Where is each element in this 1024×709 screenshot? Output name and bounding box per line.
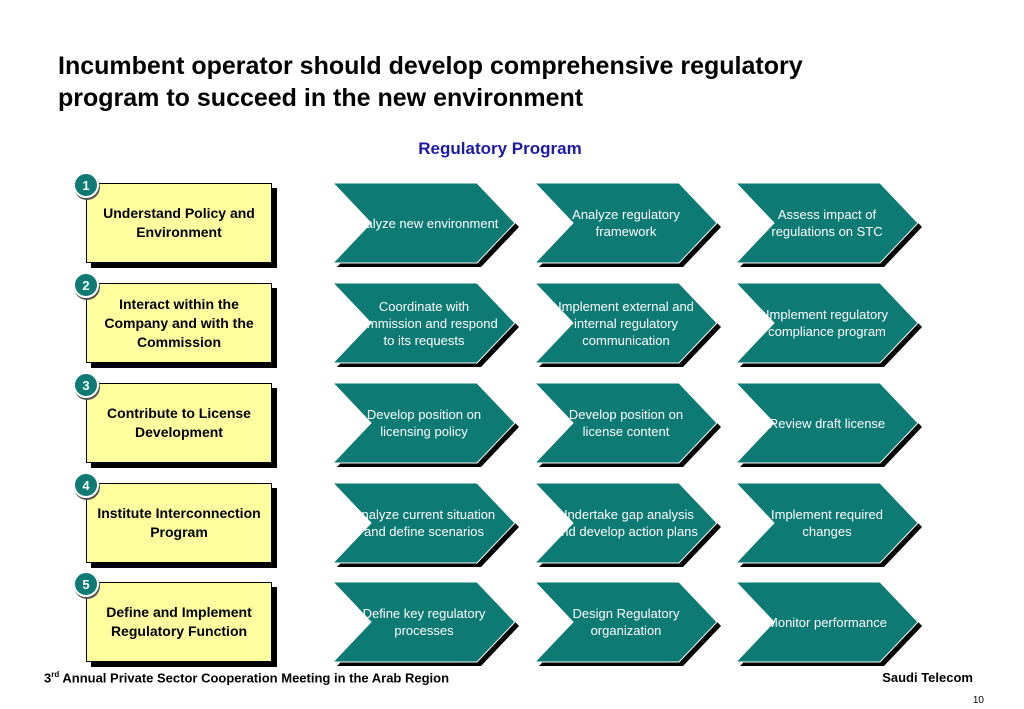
step-label: Design Regulatory organization xyxy=(572,606,680,638)
step-label: Implement required changes xyxy=(771,507,883,539)
step-number-badge: 5 xyxy=(73,571,99,597)
chevron-fill xyxy=(734,581,919,663)
chevron-shape xyxy=(331,482,519,567)
area-box: Institute Interconnection Program xyxy=(86,483,272,563)
chevron-shape xyxy=(533,581,721,666)
step-number-badge: 3 xyxy=(73,372,99,398)
step-label: Define key regulatory processes xyxy=(362,606,486,638)
step-label: Monitor performance xyxy=(767,614,887,630)
step-number-badge: 2 xyxy=(73,272,99,298)
chevron-fill xyxy=(331,182,516,264)
slide-title: Incumbent operator should develop compre… xyxy=(58,50,978,114)
chevron-fill xyxy=(533,382,718,464)
chevron-shape xyxy=(734,282,922,367)
chevron-shape xyxy=(533,282,721,367)
footer-ordinal-suffix: rd xyxy=(51,670,60,679)
footer-event: 3rd Annual Private Sector Cooperation Me… xyxy=(44,670,449,685)
chevron-shape xyxy=(331,581,519,666)
chevron-fill xyxy=(331,382,516,464)
page-number: 10 xyxy=(972,695,984,706)
chevron-shape xyxy=(533,382,721,467)
chevron-fill xyxy=(734,382,919,464)
chevron-fill xyxy=(331,282,516,364)
step-label: Analyze new environment xyxy=(349,215,499,231)
area-box: Interact within the Company and with the… xyxy=(86,283,272,363)
chevron-shape xyxy=(734,382,922,467)
chevron-fill xyxy=(533,482,718,564)
chevron-shape xyxy=(734,581,922,666)
slide-title-line1: Incumbent operator should develop compre… xyxy=(58,52,803,80)
footer-ordinal-number: 3 xyxy=(44,670,52,686)
footer-company: Saudi Telecom xyxy=(882,670,973,685)
chevron-fill xyxy=(331,581,516,663)
area-box: Understand Policy and Environment xyxy=(86,183,272,263)
slide-title-line2: program to succeed in the new environmen… xyxy=(58,84,584,112)
step-label: Review draft license xyxy=(768,415,886,431)
step-label: Implement regulatory compliance program xyxy=(765,307,889,339)
chevron-fill xyxy=(533,581,718,663)
step-label: Assess impact of regulations on STC xyxy=(771,207,883,239)
chevron-fill xyxy=(533,182,718,264)
step-label: Coordinate with Commission and respond t… xyxy=(350,298,498,348)
chevron-fill xyxy=(734,282,919,364)
chevron-fill xyxy=(734,482,919,564)
step-label: Develop position on license content xyxy=(568,407,684,439)
step-label: Develop position on licensing policy xyxy=(366,407,482,439)
diagram-subtitle: Regulatory Program xyxy=(418,139,582,158)
chevron-shape xyxy=(331,182,519,267)
chevron-fill xyxy=(533,282,718,364)
chevron-fill xyxy=(331,482,516,564)
chevron-shape xyxy=(331,282,519,367)
chevron-shape xyxy=(734,182,922,267)
chevron-shape xyxy=(331,382,519,467)
footer-event-text: Annual Private Sector Cooperation Meetin… xyxy=(59,670,450,686)
area-box: Define and Implement Regulatory Function xyxy=(86,582,272,662)
program-row: Interact within the Company and with the… xyxy=(0,272,1024,368)
step-label: Analyze regulatory framework xyxy=(572,207,680,239)
chevron-shape xyxy=(533,482,721,567)
step-label: Implement external and internal regulato… xyxy=(558,298,694,348)
program-row: Define and Implement Regulatory Function… xyxy=(0,571,1024,667)
chevron-shape xyxy=(734,482,922,567)
step-label: Analyze current situation and define sce… xyxy=(352,507,496,539)
step-label: Undertake gap analysis and develop actio… xyxy=(554,507,698,539)
step-number-badge: 4 xyxy=(73,472,99,498)
chevron-fill xyxy=(734,182,919,264)
chevron-shape xyxy=(533,182,721,267)
step-number-badge: 1 xyxy=(73,172,99,198)
area-box: Contribute to License Development xyxy=(86,383,272,463)
